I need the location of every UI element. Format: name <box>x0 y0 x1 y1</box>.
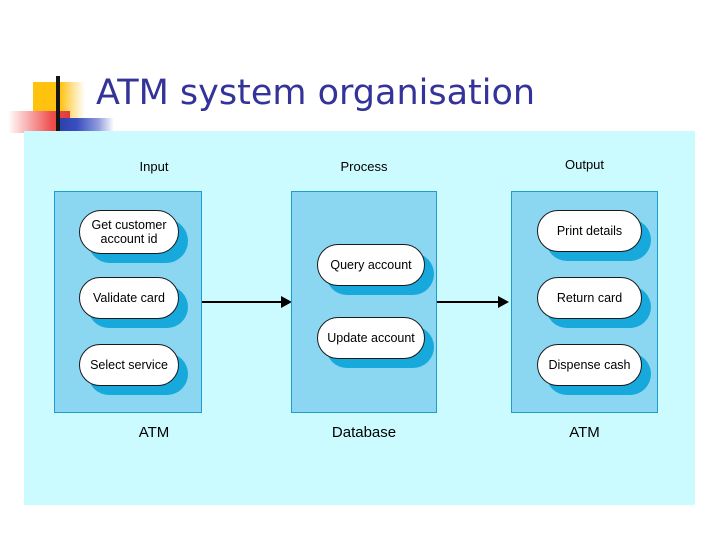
column-footer-atm-output: ATM <box>569 424 600 441</box>
column-box-input: Get customer account id Validate card Se… <box>54 191 202 413</box>
column-header-output: Output <box>564 157 605 172</box>
node-label: Print details <box>556 224 623 238</box>
column-header-input: Input <box>139 159 169 174</box>
node-body: Select service <box>79 344 179 386</box>
process-node-print-details[interactable]: Print details <box>537 210 651 261</box>
node-body: Dispense cash <box>537 344 642 386</box>
column-footer-database: Database <box>331 424 397 441</box>
node-label: Query account <box>330 258 412 272</box>
decoration-vertical-rule <box>56 76 60 138</box>
connector-process-to-output-arrowhead <box>498 296 509 308</box>
connector-process-to-output-line <box>437 301 504 303</box>
process-node-validate-card[interactable]: Validate card <box>79 277 188 328</box>
node-body: Validate card <box>79 277 179 319</box>
process-node-dispense-cash[interactable]: Dispense cash <box>537 344 651 395</box>
diagram-panel: Input Get customer account id Validate c… <box>24 131 695 505</box>
column-box-process: Query account Update account <box>291 191 437 413</box>
decoration-blue-bar <box>57 118 114 133</box>
process-node-update-account[interactable]: Update account <box>317 317 434 368</box>
process-node-get-customer-account-id[interactable]: Get customer account id <box>79 210 188 263</box>
process-node-return-card[interactable]: Return card <box>537 277 651 328</box>
title-decoration <box>0 72 114 138</box>
node-body: Get customer account id <box>79 210 179 254</box>
node-label: Select service <box>90 358 168 372</box>
node-label: Validate card <box>92 291 166 305</box>
decoration-red-bar <box>8 111 70 133</box>
column-box-output: Print details Return card Dispense cash <box>511 191 658 413</box>
column-footer-atm-input: ATM <box>138 424 170 441</box>
connector-input-to-process-line <box>202 301 287 303</box>
process-node-select-service[interactable]: Select service <box>79 344 188 395</box>
node-label: Return card <box>556 291 623 305</box>
node-label: Get customer account id <box>91 218 167 246</box>
node-body: Query account <box>317 244 425 286</box>
node-body: Return card <box>537 277 642 319</box>
node-body: Update account <box>317 317 425 359</box>
column-header-process: Process <box>340 159 388 174</box>
connector-input-to-process-arrowhead <box>281 296 292 308</box>
page-title: ATM system organisation <box>96 73 536 113</box>
node-label: Update account <box>327 331 415 345</box>
node-label: Dispense cash <box>548 358 631 372</box>
process-node-query-account[interactable]: Query account <box>317 244 434 295</box>
node-body: Print details <box>537 210 642 252</box>
